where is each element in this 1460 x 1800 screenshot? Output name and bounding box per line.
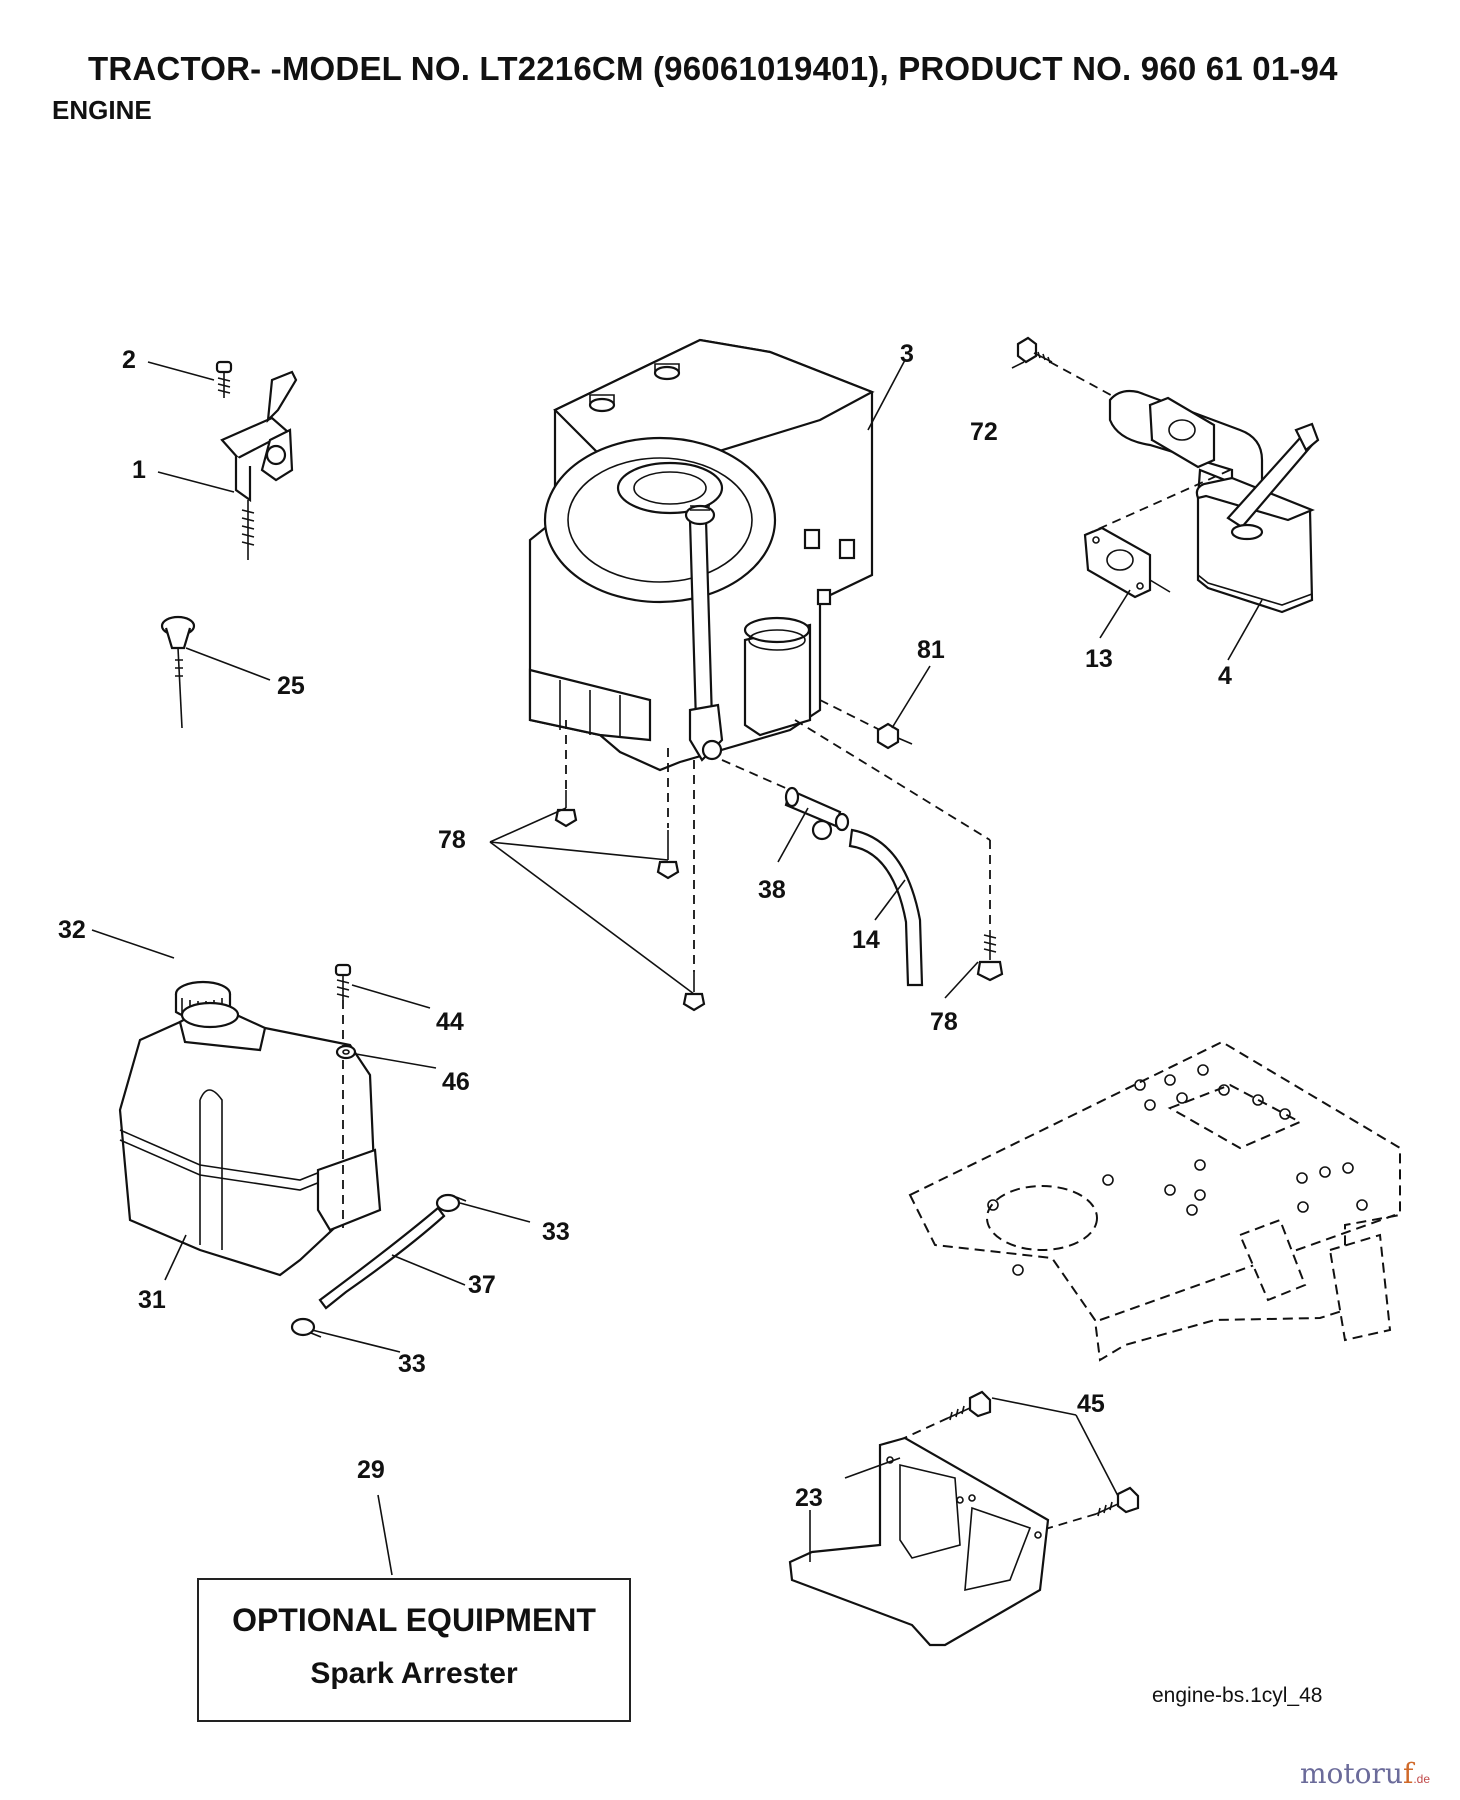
section-title: ENGINE: [52, 95, 152, 125]
part-78-bolt-b: [656, 830, 680, 880]
optional-equipment-item: Spark Arrester: [310, 1657, 518, 1690]
optional-equipment-box: OPTIONAL EQUIPMENT Spark Arrester: [197, 1578, 631, 1722]
callout-38: 38: [758, 876, 786, 904]
leader-lines: [91, 359, 1263, 1576]
part-2-screw: [215, 360, 233, 398]
part-3-engine: [528, 338, 875, 772]
callout-78a: 78: [438, 826, 466, 854]
part-31-fuel-tank: [118, 1001, 382, 1277]
callout-44: 44: [436, 1008, 464, 1036]
frame-holes: [987, 1064, 1368, 1276]
callout-13: 13: [1085, 645, 1113, 673]
callout-4: 4: [1218, 662, 1232, 690]
part-25-dipstick: [160, 615, 196, 729]
callout-labels: 1 2 3 4 13 14 23 25 29 31 32 33 33 37 38…: [58, 340, 1232, 1512]
callout-45: 45: [1077, 1390, 1105, 1418]
callout-3: 3: [900, 340, 914, 368]
part-23-guard: [788, 1436, 1050, 1647]
callout-29: 29: [357, 1456, 385, 1484]
callout-78b: 78: [930, 1008, 958, 1036]
callout-25: 25: [277, 672, 305, 700]
part-33-clamp-b: [290, 1317, 322, 1338]
part-38-fuel-filter: [784, 786, 850, 841]
optional-equipment-title: OPTIONAL EQUIPMENT: [232, 1602, 596, 1638]
watermark-part-c: u: [1384, 1757, 1403, 1790]
part-46-washer: [335, 1044, 357, 1060]
part-81-nut: [876, 722, 913, 750]
part-37-fuel-line: [318, 1206, 446, 1310]
part-33-clamp-a: [435, 1193, 467, 1213]
callout-37: 37: [468, 1271, 496, 1299]
watermark-suffix: .de: [1413, 1772, 1431, 1786]
tractor-frame-reference: [908, 1040, 1401, 1362]
callout-23: 23: [795, 1484, 823, 1512]
part-13-gasket: [1083, 396, 1216, 599]
callout-72: 72: [970, 418, 998, 446]
diagram-code: engine-bs.1cyl_48: [1152, 1684, 1323, 1707]
callout-32: 32: [58, 916, 86, 944]
watermark-part-a: moto: [1300, 1757, 1372, 1790]
part-44-screw: [334, 963, 352, 1000]
callout-81: 81: [917, 636, 945, 664]
part-14-fuel-hose: [848, 828, 924, 987]
callout-14: 14: [852, 926, 880, 954]
part-72-bolt: [1016, 336, 1053, 364]
part-45-screw-b: [1095, 1486, 1140, 1517]
watermark-logo: motoruf.de: [1300, 1757, 1430, 1790]
callout-2: 2: [122, 346, 136, 374]
part-78-bolt-c: [682, 972, 706, 1012]
callout-33b: 33: [398, 1350, 426, 1378]
part-1-throttle-bracket: [220, 370, 298, 560]
watermark-part-b: r: [1371, 1757, 1385, 1790]
watermark-part-d: f: [1402, 1757, 1414, 1790]
part-78-bolt-d: [976, 930, 1004, 982]
callout-33a: 33: [542, 1218, 570, 1246]
callout-46: 46: [442, 1068, 470, 1096]
page-title: TRACTOR- -MODEL NO. LT2216CM (9606101940…: [88, 50, 1338, 87]
part-45-screw-a: [947, 1390, 992, 1421]
part-78-bolt-a: [554, 790, 578, 828]
callout-1: 1: [132, 456, 146, 484]
callout-31: 31: [138, 1286, 166, 1314]
